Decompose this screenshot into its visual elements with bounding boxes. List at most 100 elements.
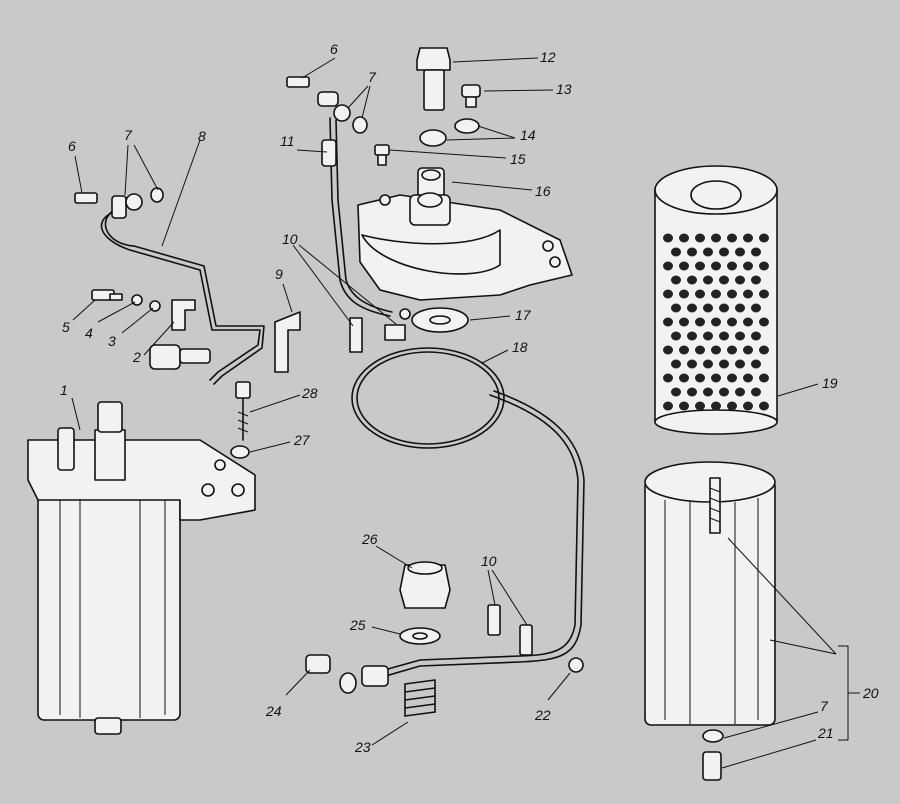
- filter-hole: [751, 247, 761, 257]
- gasket-17: [411, 307, 469, 333]
- filter-hole: [703, 303, 713, 313]
- filter-hole: [711, 261, 721, 271]
- filter-hole: [703, 275, 713, 285]
- filter-hole: [751, 275, 761, 285]
- filter-hole: [743, 373, 753, 383]
- label-6-top: 6: [330, 41, 338, 57]
- label-14: 14: [520, 127, 536, 143]
- label-28: 28: [301, 385, 318, 401]
- filter-hole: [735, 303, 745, 313]
- filter-hole: [735, 387, 745, 397]
- label-13: 13: [556, 81, 572, 97]
- label-12: 12: [540, 49, 556, 65]
- filter-hole: [727, 345, 737, 355]
- label-24: 24: [265, 703, 282, 719]
- filter-hole: [695, 233, 705, 243]
- filter-hole: [695, 345, 705, 355]
- filter-hole: [671, 387, 681, 397]
- filter-hole: [727, 373, 737, 383]
- filter-hole: [711, 289, 721, 299]
- filter-hole: [719, 387, 729, 397]
- filter-hole: [687, 247, 697, 257]
- label-6-left: 6: [68, 138, 76, 154]
- filter-hole: [751, 359, 761, 369]
- label-26: 26: [361, 531, 378, 547]
- filter-hole: [727, 289, 737, 299]
- filter-hole: [703, 331, 713, 341]
- filter-hole: [695, 373, 705, 383]
- filter-hole: [759, 317, 769, 327]
- label-20: 20: [862, 685, 879, 701]
- label-21: 21: [817, 725, 834, 741]
- filter-hole: [719, 275, 729, 285]
- filter-hole: [735, 275, 745, 285]
- assembled-filter: [27, 401, 256, 735]
- filter-holes: [663, 233, 769, 411]
- label-7-bottom: 7: [820, 698, 829, 714]
- filter-hole: [679, 261, 689, 271]
- filter-hole: [687, 331, 697, 341]
- filter-hole: [727, 233, 737, 243]
- valve-26-spring-23: [399, 561, 451, 717]
- housing-bowl-20: [644, 461, 776, 781]
- fuel-line-lower: [339, 390, 585, 694]
- filter-hole: [695, 401, 705, 411]
- filter-hole: [695, 261, 705, 271]
- filter-hole: [663, 401, 673, 411]
- filter-hole: [671, 303, 681, 313]
- filter-hole: [663, 373, 673, 383]
- filter-hole: [703, 247, 713, 257]
- filter-hole: [663, 289, 673, 299]
- filter-hole: [663, 345, 673, 355]
- filter-hole: [719, 247, 729, 257]
- label-5: 5: [62, 319, 70, 335]
- filter-hole: [679, 345, 689, 355]
- label-16: 16: [535, 183, 551, 199]
- fuel-line-11: [286, 76, 393, 317]
- filter-hole: [687, 387, 697, 397]
- filter-hole: [735, 331, 745, 341]
- label-2: 2: [132, 349, 141, 365]
- filter-hole: [711, 233, 721, 243]
- label-1: 1: [60, 382, 68, 398]
- label-3: 3: [108, 333, 116, 349]
- filter-hole: [743, 345, 753, 355]
- label-22: 22: [534, 707, 551, 723]
- label-9: 9: [275, 266, 283, 282]
- filter-hole: [751, 387, 761, 397]
- filter-hole: [663, 317, 673, 327]
- filter-element-19: [654, 165, 778, 435]
- hardware-top: [374, 47, 481, 166]
- filter-head-16: [357, 167, 573, 320]
- filter-hole: [743, 261, 753, 271]
- filter-hole: [759, 345, 769, 355]
- filter-hole: [727, 317, 737, 327]
- label-10-upper: 10: [282, 231, 298, 247]
- union-24: [305, 654, 331, 674]
- filter-hole: [759, 401, 769, 411]
- filter-hole: [719, 303, 729, 313]
- label-15: 15: [510, 151, 526, 167]
- label-19: 19: [822, 375, 838, 391]
- label-25: 25: [349, 617, 366, 633]
- filter-hole: [695, 317, 705, 327]
- filter-hole: [743, 289, 753, 299]
- o-ring-18: [351, 347, 505, 449]
- filter-hole: [743, 233, 753, 243]
- filter-hole: [759, 261, 769, 271]
- label-10-lower: 10: [481, 553, 497, 569]
- filter-hole: [719, 359, 729, 369]
- filter-hole: [711, 373, 721, 383]
- filter-hole: [759, 373, 769, 383]
- leader-lines: [71, 57, 860, 769]
- label-27: 27: [293, 432, 311, 448]
- filter-hole: [679, 233, 689, 243]
- clamp-10-upper: [349, 317, 363, 353]
- filter-hole: [679, 289, 689, 299]
- filter-hole: [759, 289, 769, 299]
- label-17: 17: [515, 307, 532, 323]
- filter-hole: [727, 261, 737, 271]
- filter-hole: [695, 289, 705, 299]
